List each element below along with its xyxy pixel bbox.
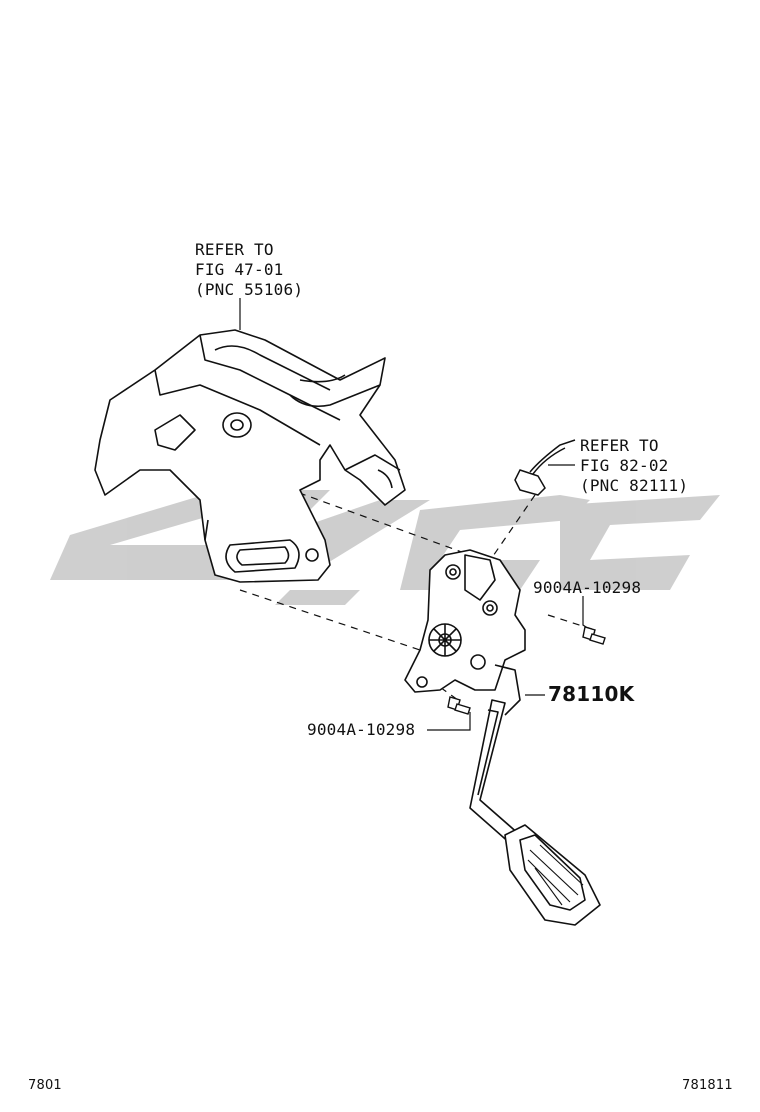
ref-bracket-line1: REFER TO bbox=[195, 240, 274, 259]
ref-bracket-line3: (PNC 55106) bbox=[195, 280, 304, 299]
pedal-bracket bbox=[94, 329, 406, 583]
accelerator-pedal-assembly bbox=[404, 549, 601, 926]
ref-bracket-line2: FIG 47-01 bbox=[195, 260, 284, 279]
bolt-right-icon bbox=[582, 626, 606, 645]
bolt-left-icon bbox=[447, 696, 471, 715]
ref-connector-line1: REFER TO bbox=[580, 436, 659, 455]
part-label-pedal[interactable]: 78110K bbox=[548, 682, 635, 706]
sensor-connector bbox=[514, 439, 576, 496]
part-label-bolt-right[interactable]: 9004A-10298 bbox=[533, 578, 642, 597]
part-label-bolt-left[interactable]: 9004A-10298 bbox=[307, 720, 416, 739]
footer-right-code: 781811 bbox=[682, 1078, 733, 1093]
ref-connector-line2: FIG 82-02 bbox=[580, 456, 669, 475]
footer-left-code: 7801 bbox=[28, 1078, 62, 1093]
ref-connector-line3: (PNC 82111) bbox=[580, 476, 689, 495]
